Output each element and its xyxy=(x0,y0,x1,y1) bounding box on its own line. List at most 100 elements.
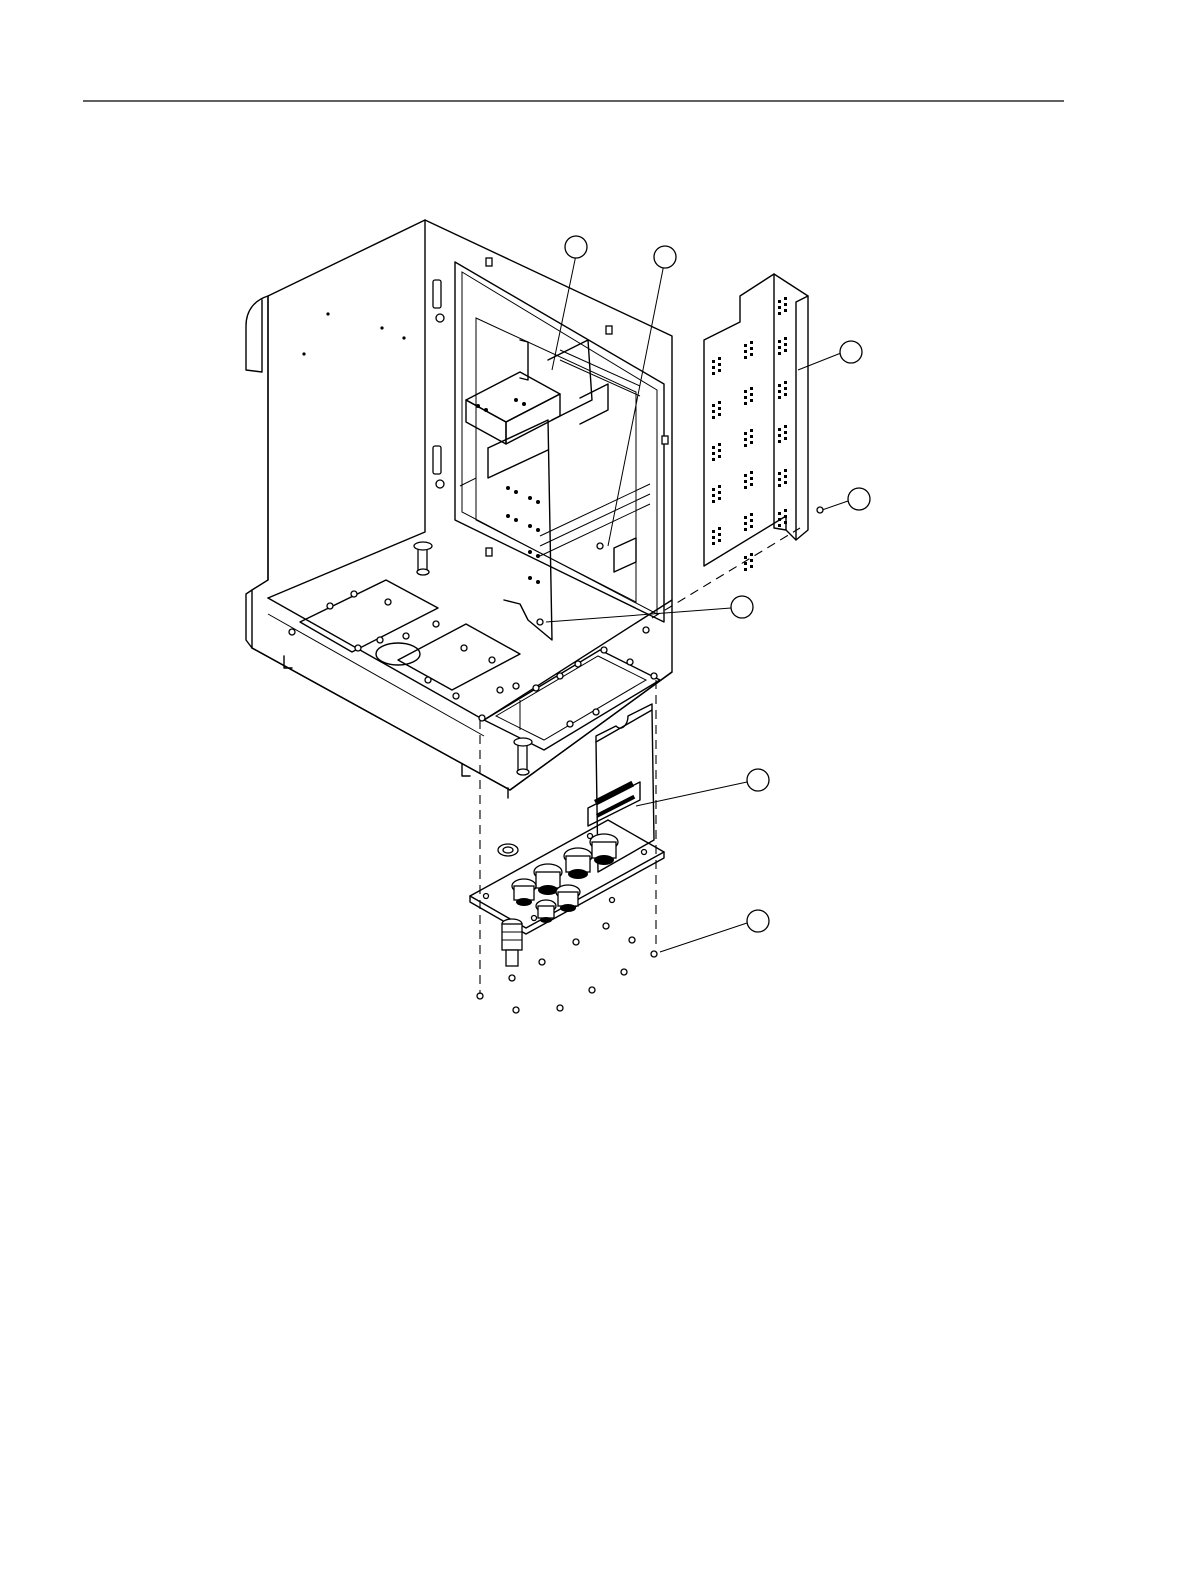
panel-hole xyxy=(784,425,787,428)
panel-hole xyxy=(712,416,715,419)
panel-hole xyxy=(778,340,781,343)
panel-hole xyxy=(784,337,787,340)
panel-hole xyxy=(744,390,747,393)
gland-plate-assembly xyxy=(470,704,664,1013)
panel-hole xyxy=(784,431,787,434)
panel-hole xyxy=(718,401,721,404)
panel-hole xyxy=(744,522,747,525)
panel-hole xyxy=(784,349,787,352)
panel-hole xyxy=(784,309,787,312)
panel-hole xyxy=(718,449,721,452)
panel-hole xyxy=(778,306,781,309)
panel-hole xyxy=(744,556,747,559)
panel-hole xyxy=(778,352,781,355)
side-mounting-panel xyxy=(704,274,808,566)
panel-hole xyxy=(784,475,787,478)
panel-hole xyxy=(744,344,747,347)
callout-7 xyxy=(747,910,769,932)
panel-hole xyxy=(744,402,747,405)
panel-hole xyxy=(778,428,781,431)
panel-hole xyxy=(718,485,721,488)
panel-hole xyxy=(712,488,715,491)
panel-hole xyxy=(718,443,721,446)
panel-hole xyxy=(744,516,747,519)
panel-hole xyxy=(712,458,715,461)
panel-hole xyxy=(744,432,747,435)
panel-hole xyxy=(750,399,753,402)
side-panel-hole-pattern xyxy=(712,297,787,571)
panel-hole xyxy=(712,446,715,449)
panel-hole xyxy=(718,363,721,366)
panel-hole xyxy=(712,410,715,413)
panel-hole xyxy=(778,312,781,315)
panel-hole xyxy=(784,387,787,390)
panel-hole xyxy=(750,525,753,528)
callout-2 xyxy=(654,246,676,268)
panel-hole xyxy=(718,357,721,360)
panel-hole xyxy=(784,521,787,524)
panel-hole xyxy=(712,542,715,545)
panel-hole xyxy=(750,513,753,516)
panel-hole xyxy=(778,390,781,393)
panel-hole xyxy=(744,438,747,441)
panel-hole xyxy=(778,300,781,303)
panel-hole xyxy=(712,360,715,363)
panel-hole xyxy=(712,372,715,375)
panel-hole xyxy=(718,539,721,542)
panel-hole xyxy=(784,469,787,472)
panel-hole xyxy=(750,519,753,522)
panel-hole xyxy=(750,435,753,438)
panel-hole xyxy=(712,452,715,455)
panel-hole xyxy=(712,366,715,369)
panel-hole xyxy=(784,381,787,384)
panel-hole xyxy=(750,441,753,444)
panel-hole xyxy=(718,527,721,530)
panel-hole xyxy=(750,477,753,480)
panel-hole xyxy=(784,515,787,518)
callout-3 xyxy=(840,341,862,363)
panel-hole xyxy=(744,474,747,477)
panel-hole xyxy=(750,429,753,432)
panel-hole xyxy=(750,353,753,356)
callout-4 xyxy=(848,488,870,510)
panel-hole xyxy=(778,384,781,387)
panel-hole xyxy=(784,393,787,396)
panel-hole xyxy=(778,434,781,437)
panel-hole xyxy=(744,562,747,565)
panel-hole xyxy=(718,407,721,410)
panel-hole xyxy=(784,343,787,346)
panel-hole xyxy=(744,568,747,571)
panel-hole xyxy=(744,480,747,483)
panel-hole xyxy=(744,396,747,399)
panel-hole xyxy=(712,500,715,503)
panel-hole xyxy=(712,536,715,539)
panel-hole xyxy=(784,509,787,512)
panel-hole xyxy=(712,530,715,533)
panel-hole xyxy=(750,471,753,474)
callout-6 xyxy=(747,769,769,791)
leader-lines xyxy=(546,255,848,952)
callouts xyxy=(565,236,870,932)
panel-hole xyxy=(750,559,753,562)
panel-hole xyxy=(778,484,781,487)
panel-hole xyxy=(718,497,721,500)
panel-hole xyxy=(718,455,721,458)
panel-hole xyxy=(712,494,715,497)
callout-1 xyxy=(565,236,587,258)
panel-hole xyxy=(718,369,721,372)
panel-hole xyxy=(778,524,781,527)
panel-hole xyxy=(750,347,753,350)
panel-hole xyxy=(750,483,753,486)
panel-hole xyxy=(784,303,787,306)
panel-hole xyxy=(778,440,781,443)
panel-hole xyxy=(778,518,781,521)
panel-hole xyxy=(744,350,747,353)
panel-hole xyxy=(778,396,781,399)
panel-hole xyxy=(750,565,753,568)
panel-hole xyxy=(784,481,787,484)
enclosure-body xyxy=(246,220,672,798)
panel-hole xyxy=(718,413,721,416)
callout-5 xyxy=(731,596,753,618)
